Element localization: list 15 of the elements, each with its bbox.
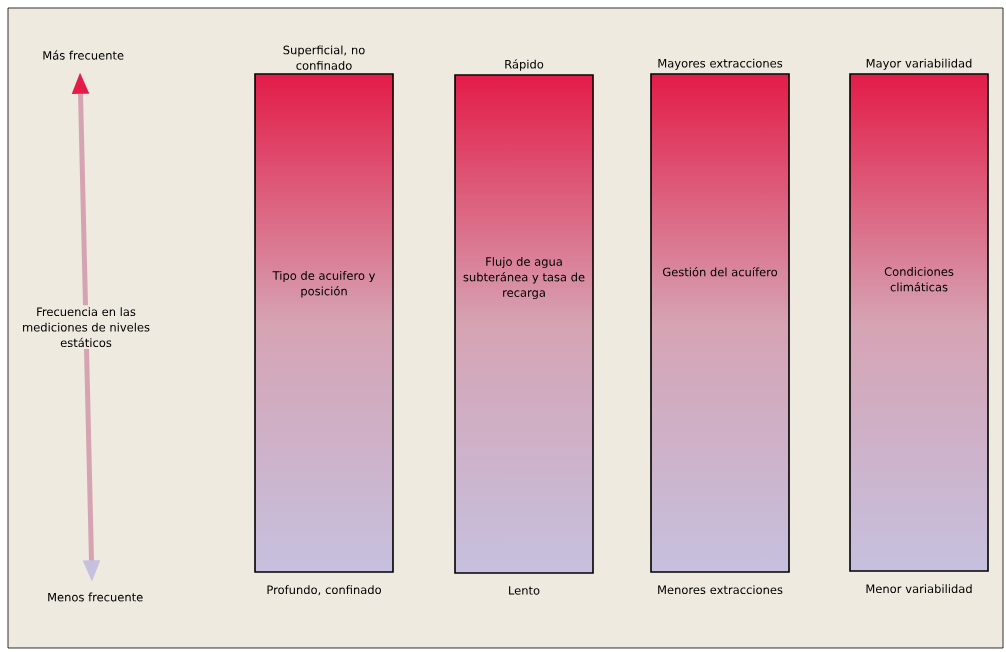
scale-label: Más frecuente: [43, 50, 124, 60]
bottom-label: Profundo, confinado: [267, 585, 381, 596]
bottom-label: Lento: [509, 586, 540, 595]
top-label: Mayores extracciones: [658, 58, 783, 70]
gradient-bar: Tipo de acuifero y posición: [254, 73, 394, 573]
gradient-bar: Condiciones climáticas: [849, 73, 989, 572]
bottom-label: Menores extracciones: [658, 585, 783, 595]
top-label: Rápido: [505, 59, 544, 71]
top-label: Superficial, no confinado: [283, 45, 365, 70]
gradient-bar: Flujo de agua subteránea y tasa de recarga: [454, 74, 594, 574]
edge-label: Frecuencia en las mediciones de niveles estáticos: [9, 305, 163, 350]
top-label: Mayor variabilidad: [866, 58, 972, 70]
gradient-bar: Gestión del acuífero: [650, 73, 790, 573]
bottom-label: Menor variabilidad: [866, 584, 972, 594]
scale-label: Menos frecuente: [48, 592, 143, 602]
